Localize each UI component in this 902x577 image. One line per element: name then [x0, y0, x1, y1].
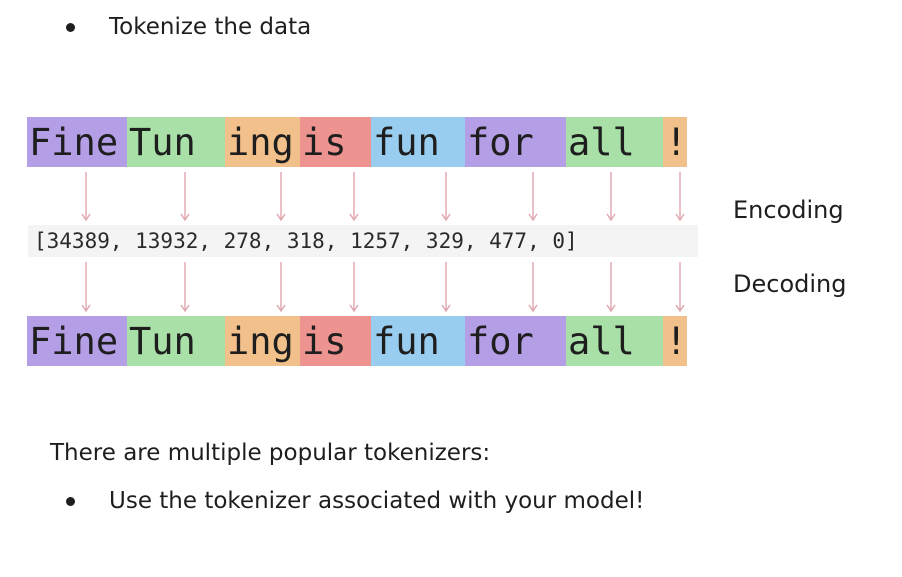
original-token-7: ! — [663, 117, 687, 167]
encode-arrow-0 — [81, 172, 91, 222]
bullet-text: Use the tokenizer associated with your m… — [109, 488, 645, 514]
encode-arrow-6 — [606, 172, 616, 222]
encode-arrow-1 — [180, 172, 190, 222]
decode-arrow-5 — [528, 262, 538, 313]
original-token-4: fun — [371, 117, 465, 167]
encoding-label: Encoding — [733, 196, 844, 224]
original-token-1: Tun — [127, 117, 225, 167]
decode-arrow-7 — [675, 262, 685, 313]
encode-arrow-7 — [675, 172, 685, 222]
decoded-token-4: fun — [371, 316, 465, 366]
decode-arrow-6 — [606, 262, 616, 313]
bullet-tokenize: Tokenize the data — [66, 14, 311, 40]
original-token-0: Fine — [27, 117, 127, 167]
bullet-use-model-tokenizer: Use the tokenizer associated with your m… — [66, 488, 644, 514]
decode-arrow-1 — [180, 262, 190, 313]
bullet-dot — [66, 22, 75, 32]
encode-arrow-4 — [441, 172, 451, 222]
decoding-label: Decoding — [733, 270, 847, 298]
decode-arrow-0 — [81, 262, 91, 313]
bullet-text: Tokenize the data — [109, 14, 312, 40]
original-token-3: is — [300, 117, 371, 167]
decode-arrow-2 — [276, 262, 286, 313]
original-token-6: all — [566, 117, 663, 167]
decode-arrow-4 — [441, 262, 451, 313]
decoded-token-1: Tun — [127, 316, 225, 366]
decoded-token-0: Fine — [27, 316, 127, 366]
decoded-token-7: ! — [663, 316, 687, 366]
decode-arrow-3 — [349, 262, 359, 313]
decoded-token-6: all — [566, 316, 663, 366]
encode-arrow-3 — [349, 172, 359, 222]
decoded-token-5: for — [465, 316, 566, 366]
encode-arrow-2 — [276, 172, 286, 222]
encoded-ids: [34389, 13932, 278, 318, 1257, 329, 477,… — [28, 225, 698, 257]
encode-arrow-5 — [528, 172, 538, 222]
original-token-5: for — [465, 117, 566, 167]
original-token-2: ing — [225, 117, 300, 167]
bullet-dot — [66, 496, 75, 506]
decoded-token-2: ing — [225, 316, 300, 366]
decoded-token-3: is — [300, 316, 371, 366]
tokenizers-intro: There are multiple popular tokenizers: — [50, 440, 491, 466]
